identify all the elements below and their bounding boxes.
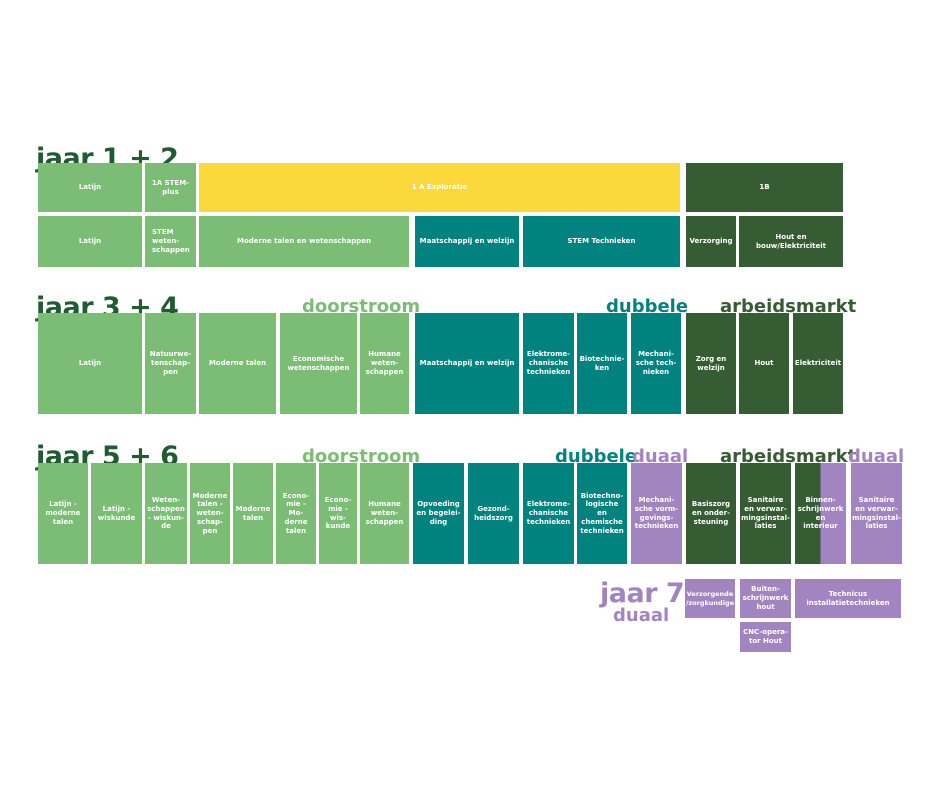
box-y56-sanitaire-verwarmingsinstallaties: Sanitaire en verwar- mingsinstal- laties bbox=[740, 463, 791, 564]
box-y34-zorg-welzijn: Zorg en welzijn bbox=[686, 313, 736, 414]
box-y12-1a-exploratie: 1 A Exploratie bbox=[199, 163, 680, 212]
box-y34-natuurwetenschappen: Natuurwe- tenschap- pen bbox=[145, 313, 196, 414]
box-y34-mechanische-technieken: Mechani- sche tech- nieken bbox=[631, 313, 681, 414]
box-y34-maatschappij-welzijn: Maatschappij en welzijn bbox=[415, 313, 519, 414]
box-y56-humane-wetenschappen: Humane weten- schappen bbox=[360, 463, 409, 564]
box-y12-1a-stem-plus: 1A STEM- plus bbox=[145, 163, 196, 212]
box-y34-moderne-talen: Moderne talen bbox=[199, 313, 276, 414]
box-y12-moderne-talen-wetenschappen: Moderne talen en wetenschappen bbox=[199, 216, 409, 267]
box-y12-stem-wetenschappen: STEM weten- schappen bbox=[145, 216, 196, 267]
label-dubbele-y34: dubbele bbox=[606, 296, 689, 317]
box-y56-binnenschrijnwerk-interieur: Binnen- schrijnwerk en interieur bbox=[795, 463, 846, 564]
label-arbeidsmarkt-y56: arbeidsmarkt bbox=[720, 446, 857, 467]
box-y56-opvoeding-begeleiding: Opvoeding en begelei- ding bbox=[413, 463, 464, 564]
box-y56-latijn-moderne-talen: Latijn - moderne talen bbox=[38, 463, 88, 564]
label-arbeidsmarkt-y34: arbeidsmarkt bbox=[720, 296, 857, 317]
box-y56-gezondheidszorg: Gezond- heidszorg bbox=[468, 463, 519, 564]
box-y56-basiszorg-ondersteuning: Basiszorg en onder- steuning bbox=[686, 463, 736, 564]
label-doorstroom-y34: doorstroom bbox=[302, 296, 421, 317]
box-y56-elektromechanische-technieken: Elektrome- chanische technieken bbox=[523, 463, 574, 564]
box-y56-economie-wiskunde: Econo- mie - wis- kunde bbox=[319, 463, 357, 564]
box-y12-maatschappij-welzijn: Maatschappij en welzijn bbox=[415, 216, 519, 267]
box-y56-biotechnologische-chemische-technieken: Biotechno- logische en chemische technie… bbox=[577, 463, 627, 564]
label-duaal-y56-b: duaal bbox=[848, 446, 905, 467]
box-y56-moderne-talen: Moderne talen bbox=[233, 463, 273, 564]
label-doorstroom-y56: doorstroom bbox=[302, 446, 421, 467]
box-y34-elektromechanische-technieken: Elektrome- chanische technieken bbox=[523, 313, 574, 414]
label-duaal-y7: duaal bbox=[613, 605, 670, 626]
box-y34-latijn: Latijn bbox=[38, 313, 142, 414]
label-dubbele-y56: dubbele bbox=[555, 446, 638, 467]
box-y7-verzorgende-zorgkundige: Verzorgende /zorgkundige bbox=[685, 579, 735, 618]
box-y56-moderne-talen-wetenschappen: Moderne talen - weten- schap- pen bbox=[190, 463, 230, 564]
box-y56-wetenschappen-wiskunde: Weten- schappen - wiskun- de bbox=[145, 463, 187, 564]
box-y34-biotechnieken: Biotechnie- ken bbox=[577, 313, 627, 414]
box-y12-hout-bouw-elektriciteit: Hout en bouw/Elektriciteit bbox=[739, 216, 843, 267]
label-duaal-y56-a: duaal bbox=[632, 446, 689, 467]
box-y56-sanitaire-verwarmingsinstallaties-duaal: Sanitaire en verwar- mingsinstal- laties bbox=[851, 463, 902, 564]
box-y34-humane-wetenschappen: Humane weten- schappen bbox=[360, 313, 409, 414]
box-y34-economische-wetenschappen: Economische wetenschappen bbox=[280, 313, 357, 414]
box-y34-elektriciteit: Elektriciteit bbox=[793, 313, 843, 414]
box-y12-1b: 1B bbox=[686, 163, 843, 212]
box-y34-hout: Hout bbox=[739, 313, 789, 414]
box-y7-technicus-installatietechnieken: Technicus installatietechnieken bbox=[795, 579, 901, 618]
heading-jaar-7: jaar 7 bbox=[600, 578, 685, 609]
box-y12-latijn-2: Latijn bbox=[38, 216, 142, 267]
box-y56-mechanische-vormgevingstechnieken: Mechani- sche vorm- gevings- technieken bbox=[631, 463, 682, 564]
box-y56-latijn-wiskunde: Latijn - wiskunde bbox=[91, 463, 142, 564]
box-y7-buitenschrijnwerk-hout: Buiten- schrijnwerk hout bbox=[740, 579, 791, 618]
box-y12-stem-technieken: STEM Technieken bbox=[523, 216, 680, 267]
box-y56-economie-moderne-talen: Econo- mie - Mo- derne talen bbox=[276, 463, 316, 564]
box-y7-cnc-operator-hout: CNC-opera- tor Hout bbox=[740, 622, 791, 652]
box-y12-latijn: Latijn bbox=[38, 163, 142, 212]
box-y12-verzorging: Verzorging bbox=[686, 216, 736, 267]
